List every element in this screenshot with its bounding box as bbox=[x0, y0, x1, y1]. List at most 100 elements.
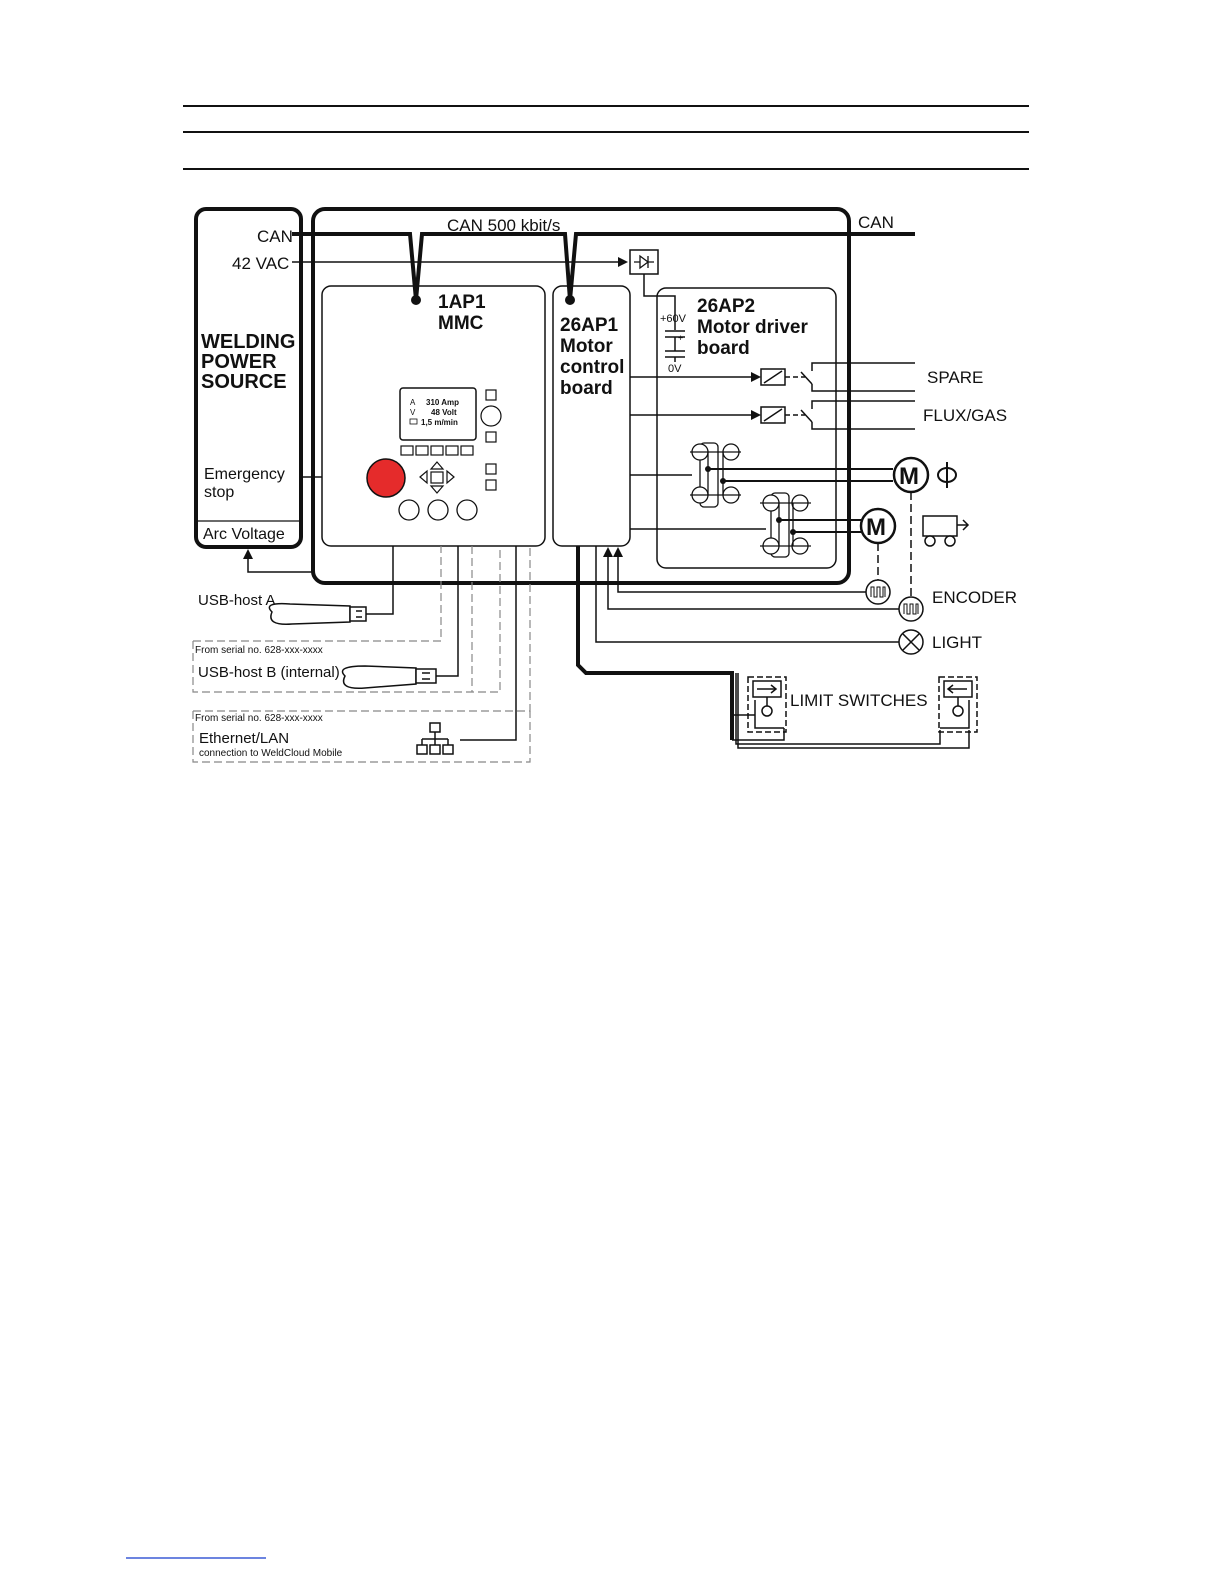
encoder-pulse bbox=[903, 603, 919, 615]
mmc-round-key-1 bbox=[398, 499, 420, 521]
fluxgas-label: FLUX/GAS bbox=[923, 406, 1007, 425]
usb-host-a-label: USB-host A bbox=[198, 592, 276, 609]
can-node-26ap1 bbox=[565, 295, 575, 305]
encoder-pulse bbox=[870, 586, 886, 598]
encoder2-arrow bbox=[613, 547, 623, 557]
v60-label: +60V bbox=[660, 313, 687, 325]
relay-icon bbox=[760, 406, 786, 424]
transistor-bridge-icon bbox=[760, 492, 811, 558]
limit-switches-label: LIMIT SWITCHES bbox=[790, 691, 928, 710]
display-w-value: 1,5 m/min bbox=[421, 418, 458, 427]
serial-note-1: From serial no. 628-xxx-xxxx bbox=[195, 645, 323, 656]
encoder2-line bbox=[617, 555, 866, 593]
ethernet-label: Ethernet/LAN bbox=[199, 730, 289, 747]
network-icon bbox=[416, 722, 454, 755]
wps-title-2: POWER bbox=[201, 351, 277, 373]
encoder1-arrow bbox=[603, 547, 613, 557]
encoder-icon bbox=[865, 579, 891, 605]
mdb-title-2: Motor driver bbox=[697, 317, 808, 338]
lamp-cross bbox=[902, 633, 920, 651]
estop-label-1: Emergency bbox=[204, 466, 285, 483]
tractor-icon bbox=[922, 515, 970, 547]
vac-arrow bbox=[618, 257, 628, 267]
display-wire-icon bbox=[409, 418, 418, 425]
capacitor-icon bbox=[665, 330, 685, 362]
can-node-1ap1 bbox=[411, 295, 421, 305]
plus-sign: + bbox=[678, 333, 683, 343]
emergency-stop-button bbox=[366, 458, 406, 498]
main-enclosure-box bbox=[311, 207, 851, 585]
v0-label: 0V bbox=[668, 363, 682, 375]
estop-label-2: stop bbox=[204, 484, 234, 501]
mmc-round-key-2 bbox=[427, 499, 449, 521]
limit-wire-4 bbox=[732, 728, 785, 741]
flux-relay-arrow bbox=[751, 410, 761, 420]
transistor-bridge-icon bbox=[690, 442, 741, 508]
switch-icon bbox=[800, 400, 915, 430]
limit-wire-2 bbox=[735, 673, 941, 745]
can-bus-label: CAN 500 kbit/s bbox=[447, 216, 560, 235]
display-a-value: 310 Amp bbox=[426, 398, 459, 407]
arc-voltage-arrow bbox=[243, 549, 253, 559]
arrow-pad-icon bbox=[419, 461, 455, 494]
diode-icon bbox=[634, 254, 654, 270]
usb-stick-icon bbox=[341, 665, 437, 689]
can-label-left: CAN bbox=[257, 227, 293, 246]
arc-voltage-label: Arc Voltage bbox=[203, 526, 285, 543]
motor-letter: M bbox=[866, 514, 886, 541]
arc-voltage-line bbox=[247, 558, 313, 573]
wps-title-3: SOURCE bbox=[201, 371, 287, 393]
serial-region-1 bbox=[193, 546, 442, 642]
mmc-soft-keys bbox=[400, 445, 474, 456]
usb-stick-icon bbox=[268, 602, 367, 625]
encoder-icon bbox=[898, 596, 924, 622]
mmc-display bbox=[399, 387, 477, 441]
mmc-title-1: 1AP1 bbox=[438, 292, 486, 313]
spare-relay-arrow bbox=[751, 372, 761, 382]
serial-note-2: From serial no. 628-xxx-xxxx bbox=[195, 713, 323, 724]
encoder-label: ENCODER bbox=[932, 588, 1017, 607]
phi-icon bbox=[937, 462, 957, 488]
encoder1-line bbox=[607, 555, 899, 610]
mmc-round-key-3 bbox=[456, 499, 478, 521]
usb-a-line bbox=[366, 546, 394, 615]
mmc-box bbox=[321, 285, 546, 547]
light-line bbox=[595, 546, 899, 643]
motor-letter: M bbox=[899, 463, 919, 490]
usb-b-line bbox=[436, 546, 459, 677]
mcb-title-3: control bbox=[560, 357, 624, 378]
mmc-key-low1 bbox=[485, 463, 497, 475]
can-label-right: CAN bbox=[858, 213, 894, 232]
mmc-key-low2 bbox=[485, 479, 497, 491]
motor-driver-board-box bbox=[656, 287, 837, 569]
welding-power-source-box bbox=[194, 207, 303, 549]
mcb-title-1: 26AP1 bbox=[560, 315, 619, 336]
limit-switch-icon bbox=[938, 676, 978, 733]
display-v: V bbox=[410, 408, 416, 417]
light-label: LIGHT bbox=[932, 633, 982, 652]
mcb-title-4: board bbox=[560, 378, 613, 399]
mdb-title-1: 26AP2 bbox=[697, 296, 755, 317]
motor-control-board-box bbox=[552, 285, 631, 547]
switch-icon bbox=[800, 362, 915, 392]
serial-region-2-side bbox=[192, 711, 531, 763]
mdb-title-3: board bbox=[697, 338, 750, 359]
can-bus-line bbox=[292, 232, 915, 301]
relay-icon bbox=[760, 368, 786, 386]
limit-switch-bus bbox=[576, 546, 734, 740]
mmc-key-mid bbox=[485, 431, 497, 443]
display-a: A bbox=[410, 398, 416, 407]
serial-region-1-side bbox=[192, 546, 501, 693]
mmc-key-top bbox=[485, 389, 497, 401]
mmc-title-2: MMC bbox=[438, 313, 484, 334]
limit-switch-icon bbox=[747, 676, 787, 733]
mmc-knob bbox=[480, 405, 502, 427]
ethernet-sub-label: connection to WeldCloud Mobile bbox=[199, 748, 343, 759]
spare-label: SPARE bbox=[927, 368, 983, 387]
limit-wire-3 bbox=[737, 673, 970, 749]
wps-title-1: WELDING bbox=[201, 331, 295, 353]
usb-host-b-label: USB-host B (internal) bbox=[198, 664, 340, 681]
ethernet-line bbox=[460, 546, 517, 741]
display-v-value: 48 Volt bbox=[431, 408, 457, 417]
